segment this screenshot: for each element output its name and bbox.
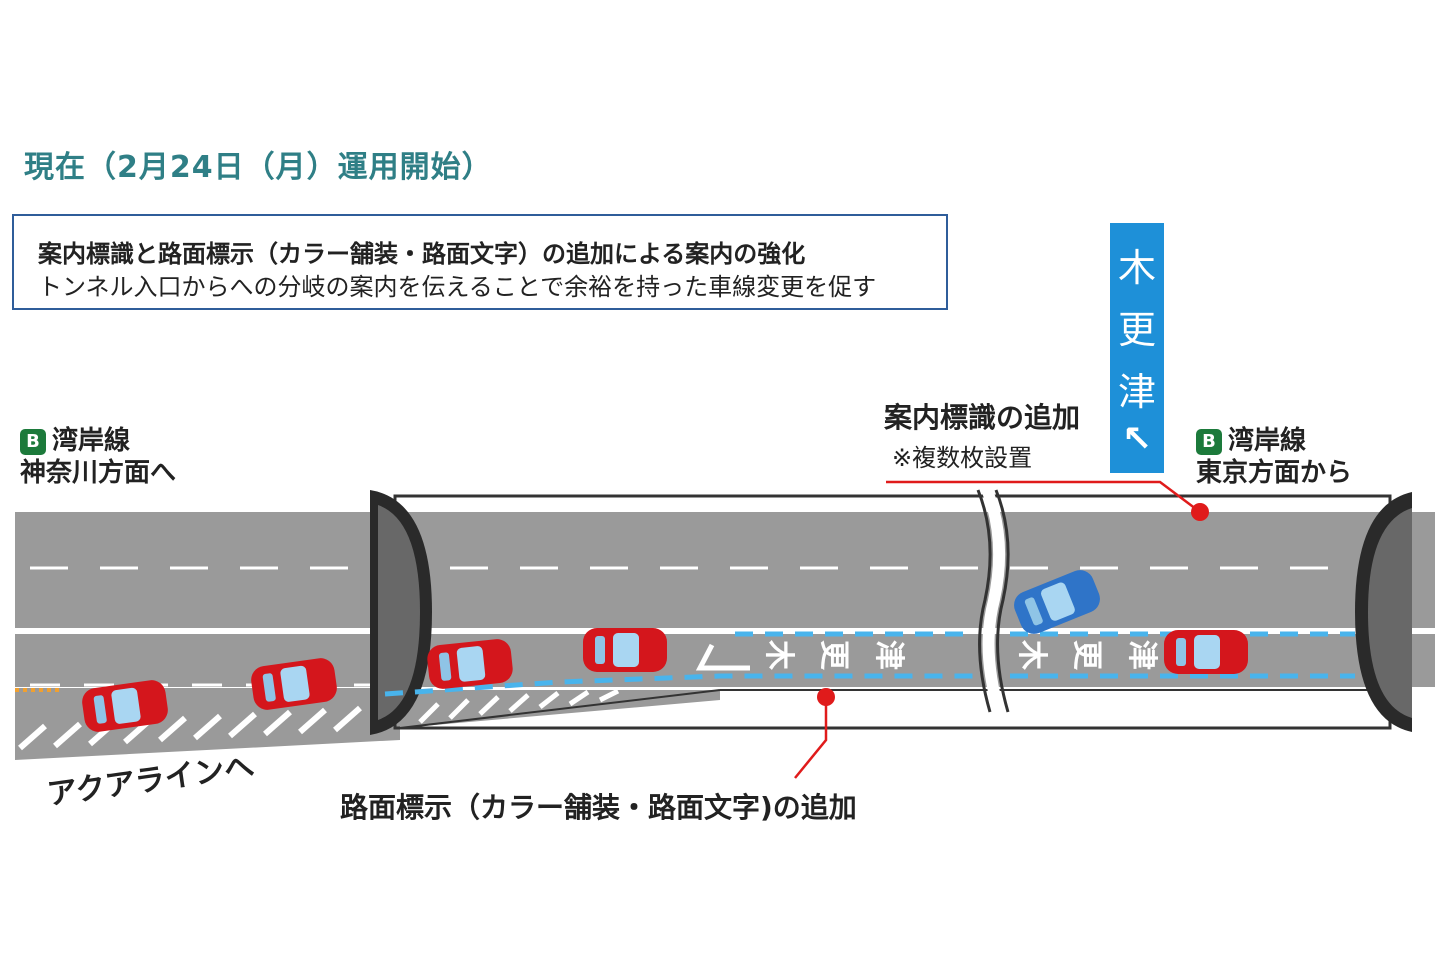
sign-callout-note: ※複数枚設置 xyxy=(892,444,1033,472)
sign-char: 更 xyxy=(1117,308,1156,352)
color-pavement-outline xyxy=(384,631,1355,697)
right-route-name: 湾岸線 xyxy=(1228,426,1307,456)
road-text-char: 更 xyxy=(816,640,851,671)
marking-callout-dot xyxy=(817,688,835,706)
red-car xyxy=(427,639,513,689)
sign-callout-dot xyxy=(1191,503,1209,521)
ramp-edge xyxy=(399,689,721,729)
sign-char: 津 xyxy=(1117,370,1156,414)
blue-car xyxy=(1014,570,1100,634)
red-car xyxy=(251,658,337,710)
road-text-char: 津 xyxy=(1124,640,1159,670)
road-arrow-marking xyxy=(695,643,750,671)
sign-char: 木 xyxy=(1117,246,1156,290)
up-left-arrow-icon: ↖ xyxy=(1121,419,1153,460)
red-car xyxy=(1164,630,1248,674)
road-text-char: 更 xyxy=(1069,640,1104,671)
marking-callout-line xyxy=(794,697,828,779)
bayshore-route-badge: B xyxy=(1196,429,1222,455)
road-text-char: 木 xyxy=(1014,639,1049,670)
right-direction-text: 東京方面から xyxy=(1196,458,1353,488)
road-text-char: 木 xyxy=(761,639,796,670)
lane-separator-line xyxy=(15,628,1435,634)
info-box-heading: 案内標識と路面標示（カラー舗装・路面文字）の追加による案内の強化 xyxy=(38,240,806,268)
red-car xyxy=(583,628,667,672)
sign-callout-line xyxy=(886,480,1201,513)
left-route-name: 湾岸線 xyxy=(52,426,131,456)
sign-callout-title: 案内標識の追加 xyxy=(884,401,1081,434)
road-text-group: 木 更 津 木 更 津 xyxy=(761,639,1159,671)
red-car xyxy=(82,680,168,732)
overhead-direction-sign: 木 更 津 ↖ xyxy=(1110,223,1164,473)
info-box xyxy=(12,214,948,310)
road-text-char: 津 xyxy=(871,640,906,670)
left-direction-text: 神奈川方面へ xyxy=(20,458,177,488)
tunnel-zebra-hatching xyxy=(418,688,620,724)
page-title: 現在（2月24日（月）運用開始） xyxy=(24,150,493,185)
info-box-body: トンネル入口からへの分岐の案内を伝えることで余裕を持った車線変更を促す xyxy=(38,273,877,301)
bayshore-route-badge: B xyxy=(20,429,46,455)
road-marking-callout: 路面標示（カラー舗装・路面文字)の追加 xyxy=(340,791,857,824)
break-mark xyxy=(981,490,1006,712)
